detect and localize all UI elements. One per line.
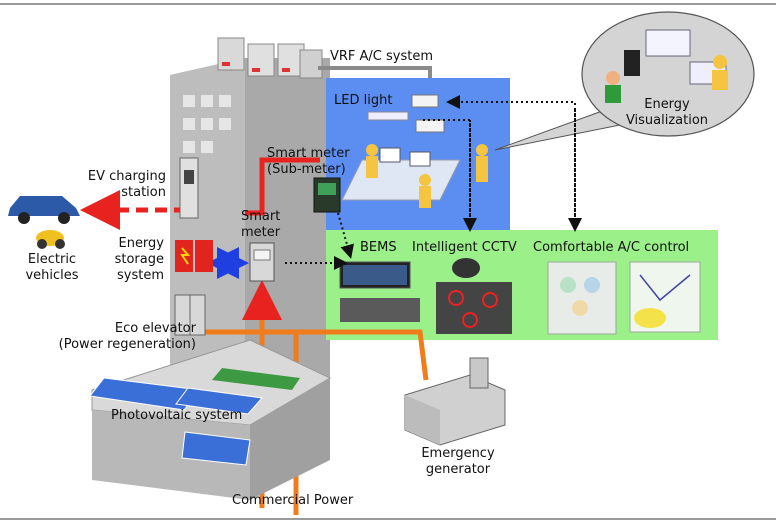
energy-vis-devices-icon [605, 29, 728, 103]
elevator-icon [174, 294, 206, 336]
ev-charger-icon [179, 157, 199, 219]
vrf-units-icon [217, 37, 323, 79]
energy-visualization-label: Energy Visualization [622, 97, 712, 129]
generator-line1: Emergency [421, 446, 495, 461]
electric-vehicle-icon [8, 196, 80, 249]
office-scene-icon [341, 94, 488, 208]
smart-meter-label: Smart meter [241, 209, 280, 241]
energy-storage-line1: Energy [118, 236, 164, 251]
electric-vehicles-label: Electric vehicles [18, 252, 86, 284]
vrf-label: VRF A/C system [330, 49, 434, 64]
commercial-power-label: Commercial Power [232, 493, 354, 508]
bems-label: BEMS [360, 240, 397, 255]
energy-visualization-bubble [494, 11, 755, 151]
pv-building [89, 339, 332, 500]
sub-meter-line2: (Sub-meter) [267, 162, 346, 177]
ev-station-line1: EV charging [87, 169, 166, 184]
generator-label: Emergency generator [412, 446, 504, 478]
energy-storage-line2: storage [114, 252, 164, 267]
generator-line2: generator [425, 462, 491, 477]
bems-screen-icon [339, 261, 420, 322]
ev-station-label: EV charging station [70, 169, 166, 201]
smart-meter-icon [249, 242, 275, 282]
energy-storage-line3: system [117, 268, 164, 283]
eco-elevator-label: Eco elevator (Power regeneration) [40, 321, 196, 353]
eco-elevator-line1: Eco elevator [114, 321, 196, 336]
cctv-icon [436, 258, 512, 334]
bottom-border [0, 518, 776, 520]
sub-meter-line1: Smart meter [267, 146, 350, 161]
eco-elevator-line2: (Power regeneration) [58, 337, 196, 352]
ev-power-line [80, 157, 320, 230]
building [170, 58, 330, 380]
electric-vehicles-line2: vehicles [25, 268, 79, 283]
control-links [285, 95, 582, 270]
cctv-label: Intelligent CCTV [412, 240, 517, 255]
ev-station-line2: station [121, 185, 166, 200]
energy-visualization-line2: Visualization [625, 113, 709, 128]
smart-meter-line2: meter [241, 225, 281, 240]
pv-label: Photovoltaic system [111, 408, 243, 423]
ac-control-diagram-icon [547, 261, 701, 335]
energy-visualization-line1: Energy [644, 97, 690, 112]
emergency-generator-icon [404, 357, 506, 446]
sub-meter-icon [313, 177, 341, 213]
electric-vehicles-line1: Electric [27, 252, 77, 267]
top-border [0, 3, 776, 5]
sub-meter-label: Smart meter (Sub-meter) [267, 146, 350, 178]
energy-storage-icon [175, 240, 213, 272]
led-light-label: LED light [334, 93, 393, 108]
ac-control-label: Comfortable A/C control [533, 240, 690, 255]
smart-meter-line1: Smart [241, 209, 281, 224]
energy-storage-label: Energy storage system [96, 236, 164, 284]
